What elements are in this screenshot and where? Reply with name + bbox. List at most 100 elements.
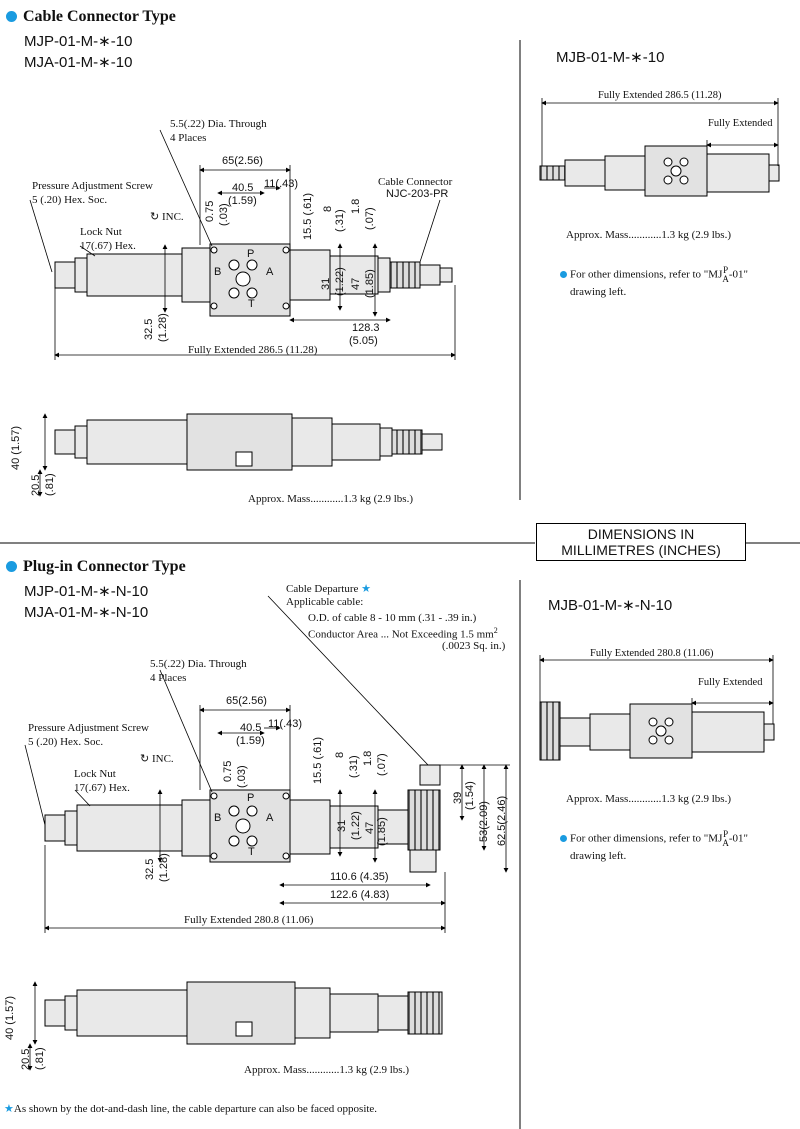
plugin-dim-1-22: (1.22) xyxy=(350,811,362,840)
plugin-dim-1-28: (1.28) xyxy=(158,853,170,882)
mjb-plugin-mass: Approx. Mass............1.3 kg (2.9 lbs.… xyxy=(566,793,731,805)
plugin-model-a: MJA-01-M-∗-N-10 xyxy=(24,604,149,621)
dim-40: 40 (1.57) xyxy=(10,425,22,470)
dim-128-3: 128.3 xyxy=(352,322,380,334)
port-b: B xyxy=(214,266,222,278)
mjb-cable-fully-extended: Fully Extended 286.5 (11.28) xyxy=(598,90,722,101)
dim-47: 47 xyxy=(350,277,362,290)
dia-through-label: 5.5(.22) Dia. Through xyxy=(170,118,267,130)
plugin-dim-20-5: 20.5 xyxy=(20,1048,32,1070)
cable-model-b: MJB-01-M-∗-10 xyxy=(556,49,665,66)
port-a: A xyxy=(266,266,274,278)
port-p: P xyxy=(247,248,255,260)
lock-nut-label: Lock Nut xyxy=(80,226,122,238)
plugin-lock-nut: Lock Nut xyxy=(74,768,116,780)
plugin-port-a: A xyxy=(266,812,274,824)
bullet-icon xyxy=(6,11,17,22)
plugin-dim-0-75: 0.75 xyxy=(222,760,234,782)
plugin-dim-53: 53(2.09) xyxy=(478,801,490,842)
plugin-dim-40: 40 (1.57) xyxy=(4,995,16,1040)
hex-soc-label: 5 (.20) Hex. Soc. xyxy=(32,194,108,206)
plugin-port-p: P xyxy=(247,792,255,804)
plugin-dim-110-6: 110.6 (4.35) xyxy=(330,871,389,883)
conductor-area-label: Conductor Area ... Not Exceeding 1.5 mm2 xyxy=(308,626,498,641)
plugin-dim-15-5: 15.5 (.61) xyxy=(312,736,324,784)
bullet-icon xyxy=(6,561,17,572)
mjb-plugin-fully-label: Fully Extended xyxy=(698,677,763,688)
plugin-dim-40-5: 40.5 xyxy=(240,722,262,734)
plugin-heading: Plug-in Connector Type xyxy=(6,558,186,576)
plugin-dim-65: 65(2.56) xyxy=(226,695,267,707)
plugin-dim-81: (.81) xyxy=(34,1047,46,1070)
dim-11: 11(.43) xyxy=(264,178,299,190)
plugin-dim-07: (.07) xyxy=(376,753,388,776)
dim-1-85: (1.85) xyxy=(364,269,376,298)
plugin-dim-1-8: 1.8 xyxy=(362,750,374,766)
cable-model-a: MJA-01-M-∗-10 xyxy=(24,54,133,71)
plugin-inc-label: ↻ INC. xyxy=(140,753,174,765)
pressure-screw-label: Pressure Adjustment Screw xyxy=(32,180,153,192)
applicable-cable-label: Applicable cable: xyxy=(286,596,364,608)
plugin-four-places: 4 Places xyxy=(150,672,187,684)
cable-model-p: MJP-01-M-∗-10 xyxy=(24,33,133,50)
plugin-model-b: MJB-01-M-∗-N-10 xyxy=(548,597,673,614)
dim-15-5: 15.5 (.61) xyxy=(302,192,314,240)
dim-40-5: 40.5 xyxy=(232,182,254,194)
plugin-dim-11: 11(.43) xyxy=(268,718,303,730)
plugin-top-view xyxy=(44,764,441,873)
plugin-dim-8: 8 xyxy=(334,751,346,758)
dim-07: (.07) xyxy=(364,207,376,230)
mass-plugin: Approx. Mass............1.3 kg (2.9 lbs.… xyxy=(244,1064,409,1076)
cable-departure-label: Cable Departure ★ xyxy=(286,583,372,595)
fully-extended-cable: Fully Extended 286.5 (11.28) xyxy=(188,344,318,356)
sq-in-label: (.0023 Sq. in.) xyxy=(442,640,506,652)
star-icon: ★ xyxy=(361,583,372,595)
plugin-dim-1-54: (1.54) xyxy=(464,781,476,810)
bullet-icon xyxy=(560,270,567,278)
lock-hex-label: 17(.67) Hex. xyxy=(80,240,136,252)
four-places-label: 4 Places xyxy=(170,132,207,144)
dim-20-5: 20.5 xyxy=(30,474,42,496)
cable-side-view xyxy=(54,413,443,471)
plugin-pressure-screw: Pressure Adjustment Screw xyxy=(28,722,149,734)
cable-connector-label: Cable Connector xyxy=(378,176,453,188)
dimensions-line1: DIMENSIONS IN xyxy=(587,526,695,542)
dim-1-8: 1.8 xyxy=(350,198,362,214)
dim-0-75: 0.75 xyxy=(204,200,216,222)
plugin-model-p: MJP-01-M-∗-N-10 xyxy=(24,583,149,600)
rotate-arrow-icon: ↻ xyxy=(140,753,152,765)
plugin-lock-hex: 17(.67) Hex. xyxy=(74,782,130,794)
bullet-icon xyxy=(560,834,567,842)
mjb-cable-view xyxy=(539,145,780,197)
plugin-dia-through: 5.5(.22) Dia. Through xyxy=(150,658,247,670)
plugin-dim-32-5: 32.5 xyxy=(144,858,156,880)
dim-1-22: (1.22) xyxy=(334,267,346,296)
mjb-plugin-fully-extended: Fully Extended 280.8 (11.06) xyxy=(590,648,714,659)
mjb-cable-fully-label: Fully Extended xyxy=(708,118,773,129)
od-cable-label: O.D. of cable 8 - 10 mm (.31 - .39 in.) xyxy=(308,612,477,624)
cable-heading: Cable Connector Type xyxy=(6,8,176,26)
rotate-arrow-icon: ↻ xyxy=(150,211,162,223)
dim-8: 8 xyxy=(322,205,334,212)
dim-65: 65(2.56) xyxy=(222,155,263,167)
dim-1-59: (1.59) xyxy=(228,195,257,207)
plugin-side-view xyxy=(44,981,443,1045)
dim-31-in: (.31) xyxy=(334,209,346,232)
dim-5-05: (5.05) xyxy=(349,335,378,347)
plugin-dim-31-in: (.31) xyxy=(348,755,360,778)
inc-label: ↻ INC. xyxy=(150,211,184,223)
njc-label: NJC-203-PR xyxy=(386,188,449,200)
mjb-plugin-view xyxy=(539,701,775,761)
dim-03: (.03) xyxy=(218,203,230,226)
plugin-dim-1-59: (1.59) xyxy=(236,735,265,747)
dim-32-5: 32.5 xyxy=(143,318,155,340)
dim-1-28: (1.28) xyxy=(157,313,169,342)
fully-extended-plugin: Fully Extended 280.8 (11.06) xyxy=(184,914,314,926)
mjb-cable-drawing-left: drawing left. xyxy=(570,286,627,298)
mass-cable: Approx. Mass............1.3 kg (2.9 lbs.… xyxy=(248,493,413,505)
star-icon: ★ xyxy=(4,1103,14,1115)
mjb-plugin-drawing-left: drawing left. xyxy=(570,850,627,862)
